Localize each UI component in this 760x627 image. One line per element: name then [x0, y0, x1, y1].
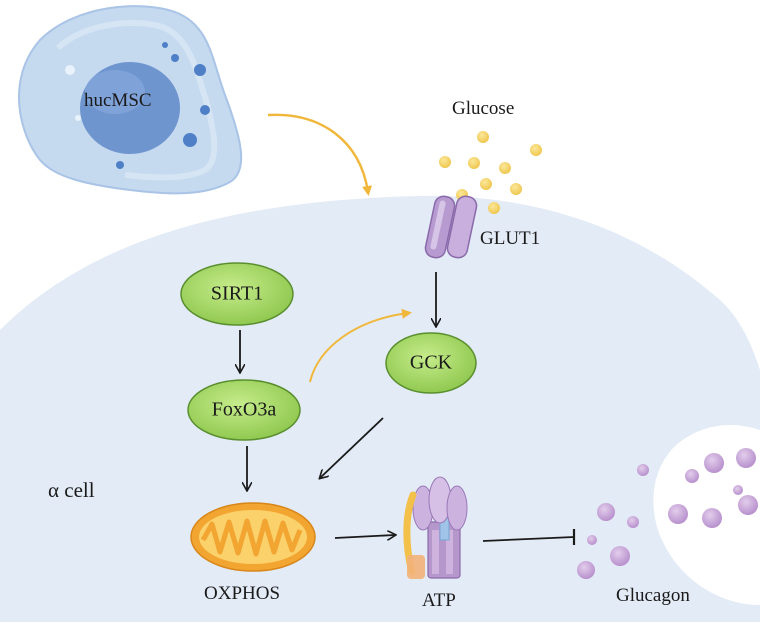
glucose-label: Glucose: [452, 98, 515, 119]
gck-node: [385, 332, 477, 394]
sirt1-label: SIRT1: [210, 282, 264, 305]
glucagon-vesicles: [577, 448, 758, 579]
atp-label: ATP: [422, 590, 456, 611]
alpha-cell-body: [0, 195, 760, 623]
oxphos-label: OXPHOS: [204, 583, 281, 604]
inhibition-atp-to-glucagon: [482, 529, 576, 545]
yellow-arrow-foxo3a-to-gck: [309, 308, 412, 383]
hucmsc-label: hucMSC: [84, 90, 152, 111]
mitochondrion-icon: [190, 502, 316, 572]
glucose-molecules: [439, 131, 542, 214]
alpha-cell-label: α cell: [48, 478, 95, 502]
hucmsc-cell: [18, 5, 243, 195]
atp-synthase-icon: [403, 476, 468, 579]
foxo3a-node: [187, 379, 301, 441]
arrow-oxphos-to-atp: [334, 535, 395, 538]
yellow-curved-arrow-msc: [267, 113, 373, 196]
gck-label: GCK: [409, 351, 453, 374]
sirt1-node: [180, 262, 294, 326]
arrow-gck-to-oxphos: [320, 417, 384, 478]
glucagon-label: Glucagon: [616, 585, 690, 606]
glut1-label: GLUT1: [480, 228, 541, 249]
foxo3a-label: FoxO3a: [211, 398, 277, 421]
glut1-transporter: [424, 195, 478, 259]
